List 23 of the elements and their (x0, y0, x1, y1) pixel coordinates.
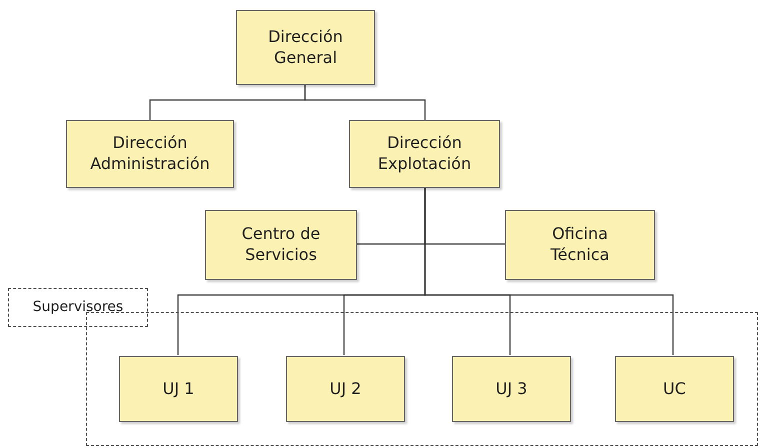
unit-name: Dirección General (267, 26, 344, 68)
unit-name: UJ 1 (162, 378, 194, 400)
org-unit-box (452, 356, 571, 422)
unit-name: Centro de Servicios (240, 224, 322, 266)
org-unit-box (349, 120, 500, 188)
unit-name: Supervisores (32, 298, 124, 317)
unit-name: Oficina Técnica (550, 224, 610, 266)
unit-name: Dirección Explotación (376, 133, 472, 175)
connector-line (304, 85, 426, 120)
org-unit-box (205, 210, 357, 280)
unit-name: Dirección Administración (89, 133, 211, 175)
org-unit-box (286, 356, 405, 422)
group-label-box (8, 288, 148, 327)
org-unit-box (119, 356, 238, 422)
org-unit-box (236, 10, 375, 85)
unit-name: UJ 3 (496, 378, 528, 400)
org-unit-box (505, 210, 655, 280)
connector-line (424, 188, 674, 355)
unit-name: UC (663, 378, 686, 400)
unit-name: UJ 2 (330, 378, 362, 400)
org-unit-box (66, 120, 234, 188)
org-unit-box (615, 356, 734, 422)
group-frame (86, 312, 758, 446)
